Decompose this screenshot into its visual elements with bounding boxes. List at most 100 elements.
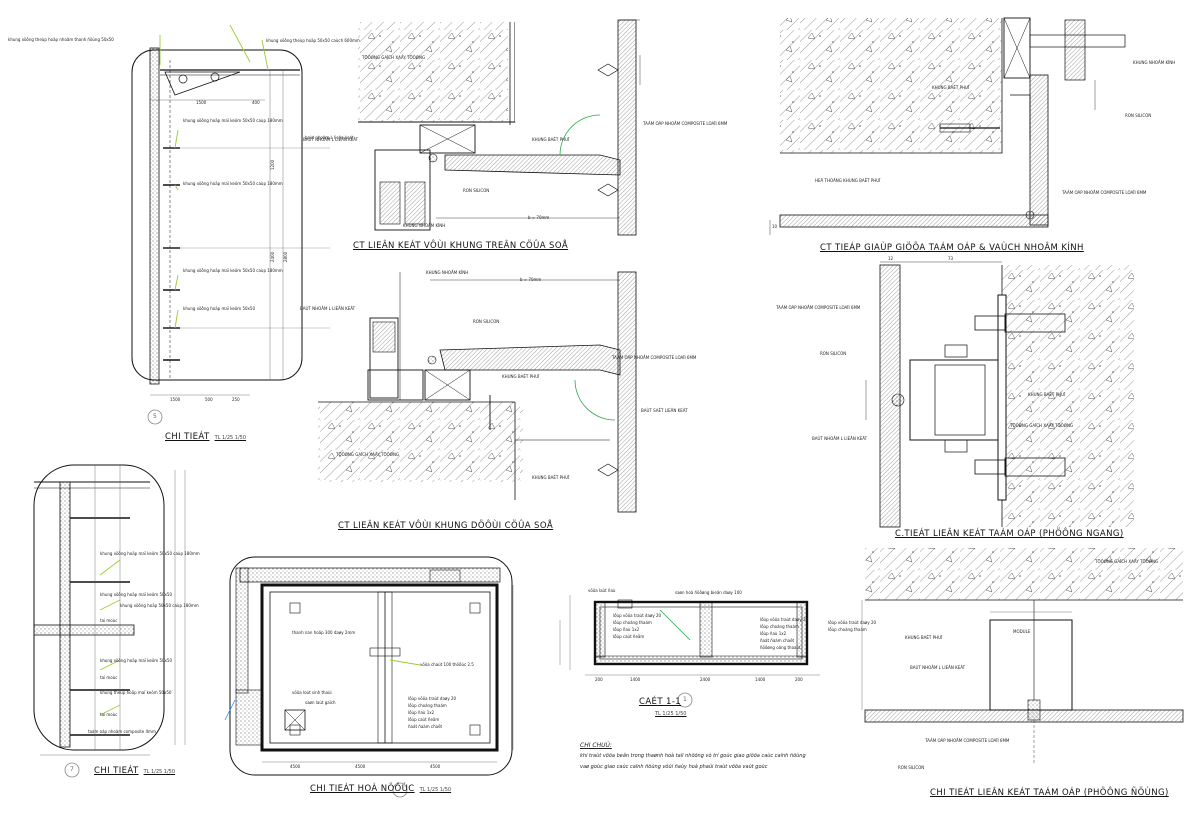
dim-d3-h: 10 <box>772 224 778 229</box>
notes-line-2: vaø goùc giao caùc caïnh ñöùng vôùi ñaùy… <box>580 764 768 770</box>
dim-c-2: 1400 <box>630 677 641 682</box>
label-s5-1: khung xöông theùp hoäp nhoâm thanh ñöùng… <box>8 37 114 42</box>
section-mark-5: 5 <box>153 413 157 420</box>
dim-d4-b: 73 <box>948 256 954 261</box>
caption-detail-7: CHI TIEÁT HOÀ NÖÔÙC TL 1/25 1/50 <box>310 784 451 794</box>
label-c-12: lôùp vöõa traùt daøy 20 <box>828 620 877 625</box>
dim-top-2: 400 <box>252 100 260 105</box>
label-c-10: ñaát ñaàm chaët <box>760 638 795 643</box>
detail-4-drawing <box>865 261 1134 528</box>
caption-detail-3: CT TIEÁP GIAÙP GIÖÕA TAÁM OÁP & VAÙCH NH… <box>820 243 1084 253</box>
label-s6-6: tai moùc <box>100 675 118 680</box>
detail-3-drawing <box>769 17 1126 235</box>
detail-7-drawing <box>224 556 514 798</box>
label-bat-phu-3: KHUNG BAÉT PHUÏ <box>932 85 970 90</box>
dim-h-3: 4500 <box>430 764 441 769</box>
notes-line-1: khi traùt vöõa beân trong thaønh hoà taï… <box>580 753 806 759</box>
label-tuong-1: TÖÔØNG GAÏCH XAÂY TÖÔØNG <box>362 55 426 60</box>
label-khung-nhom-kinh-1: KHUNG NHOÂM KÍNH <box>403 223 446 228</box>
label-h-4: saøn laùt gaïch <box>305 700 336 705</box>
label-khung-nhom-kinh-3: KHUNG NHOÂM KÍNH <box>1133 60 1176 65</box>
label-c-6: lôùp caùt ñeäm <box>613 634 645 639</box>
caption-detail-8: CAÉT 1-1 <box>639 697 682 707</box>
dim-bot-2: 500 <box>205 397 213 402</box>
dim-v-3: 2800 <box>283 251 288 262</box>
label-s5-4: khung xöông hoäp maï keõm 50x50 caùp 180… <box>183 181 283 186</box>
label-ron-9: RON SILICON <box>898 765 925 770</box>
notes-title: CHI CHUÙ: <box>580 742 612 749</box>
label-c-9: lôùp ñaù 1x2 <box>760 631 787 636</box>
label-ron-silicon-1: RON SILICON <box>463 188 490 193</box>
label-s6-4: tai moùc <box>100 618 118 623</box>
detail-9-drawing <box>861 548 1184 765</box>
label-s5-2: khung xöông theùp hoäp 50x50 caùch 600mm <box>266 38 360 43</box>
label-h-5: lôùp vöõa traùt daøy 20 <box>408 696 457 701</box>
label-bat-phu-1: KHUNG BAÉT PHUÏ <box>532 137 570 142</box>
detail-1-drawing <box>358 19 641 236</box>
dim-c-4: 1400 <box>755 677 766 682</box>
scale-detail-5: TL 1/25 1/50 <box>214 435 247 441</box>
detail-6-drawing <box>33 464 186 778</box>
label-bat-l-2b: BAÙT SAÉT LIEÂN KEÁT <box>641 408 688 413</box>
label-h-6: lôùp choáng thaám <box>408 703 447 708</box>
label-c-2: saøn hoà ñöôøng bieân daøy 100 <box>675 590 742 595</box>
label-module-9: MODULE <box>1013 629 1031 634</box>
scale-detail-7: TL 1/25 1/50 <box>419 787 452 793</box>
label-h-1: thanh nan hoäp 300 daøy 2mm <box>292 630 356 635</box>
label-s6-7: khung theùp hoäp maï keõm 50x50 <box>100 690 172 695</box>
label-bat-phu-4: KHUNG BAÉT PHUÏ <box>1028 392 1066 397</box>
section-mark-1: 1 <box>683 696 687 703</box>
label-tam-op-4: TAÁM OÁP NHOÂM COMPOSITE LOAÏI 6MM <box>776 305 861 310</box>
caption-detail-1: CT LIEÂN KEÁT VÔÙI KHUNG TREÂN CÖÛA SOÅ <box>353 241 569 251</box>
dim-bot-3: 250 <box>232 397 240 402</box>
dim-top-1: 1500 <box>196 100 207 105</box>
label-bat-phu-2: KHUNG BAÉT PHUÏ <box>502 374 540 379</box>
label-bat-phu-2b: KHUNG BAÉT PHUÏ <box>532 475 570 480</box>
label-s6-3: khung xöông hoäp 50x50 caùp 180mm <box>120 603 199 608</box>
dim-c-5: 200 <box>795 677 803 682</box>
dim-d4-a: 12 <box>888 256 894 261</box>
dim-d1-width: b = 70mm <box>528 215 550 220</box>
caption-detail-9: CHI TIEÁT LIEÂN KEÁT TAÁM OÁP (PHÖÔNG ÑÖ… <box>930 788 1169 798</box>
label-c-4: lôùp choáng thaám <box>613 620 652 625</box>
label-bat-nhom-l-2: BAÙT NHOÂM L LIEÂN KEÁT <box>300 306 356 311</box>
label-h-9: ñaát ñaàm chaët <box>408 724 443 729</box>
label-tam-op-2: TAÁM OÁP NHOÂM COMPOSITE LOAÏI 6MM <box>612 355 697 360</box>
label-s5-7: baùt nhoâm L lieân keát <box>305 135 354 140</box>
label-s5-6: khung xöông hoäp maï keõm 50x50 <box>183 306 255 311</box>
label-tam-op-3: TAÁM OÁP NHOÂM COMPOSITE LOAÏI 6MM <box>1062 190 1147 195</box>
detail-5-drawing <box>131 24 330 425</box>
label-c-11: ñöôøng oáng thoaùt <box>760 645 801 650</box>
label-h-8: lôùp caùt ñeäm <box>408 717 440 722</box>
label-c-1: vöõa laùt ñaù <box>588 588 616 593</box>
label-tuong-9: TÖÔØNG GAÏCH XAÂY TÖÔØNG <box>1095 559 1159 564</box>
scale-detail-8: TL 1/25 1/50 <box>655 711 687 717</box>
dim-v-2: 2400 <box>270 251 275 262</box>
dim-c-1: 200 <box>595 677 603 682</box>
label-s6-8: tai moùc <box>100 712 118 717</box>
caption-detail-8-scale: TL 1/25 1/50 <box>650 708 686 718</box>
label-tam-op-9: TAÁM OÁP NHOÂM COMPOSITE LOAÏI 6MM <box>925 738 1010 743</box>
label-bat-l-4: BAÙT NHOÂM L LIEÂN KEÁT <box>812 436 868 441</box>
dim-d2-width: b = 70mm <box>520 277 542 282</box>
label-s5-3: khung xöông hoäp maï keõm 50x50 caùp 180… <box>183 118 283 123</box>
label-h-7: lôùp ñaù 1x2 <box>408 710 435 715</box>
label-s5-5: khung xöông hoäp maï keõm 50x50 caùp 180… <box>183 268 283 273</box>
detail-2-drawing <box>318 271 637 513</box>
label-c-5: lôùp ñaù 1x2 <box>613 627 640 632</box>
label-ron-silicon-2: RON SILICON <box>473 319 500 324</box>
label-ron-silicon-3: RON SILICON <box>1125 113 1152 118</box>
label-ron-4: RON SILICON <box>820 351 847 356</box>
label-h-2: vöõa chaùt 100 thöôùc 2.5 <box>420 662 474 667</box>
caption-detail-7-text: CHI TIEÁT HOÀ NÖÔÙC <box>310 784 415 794</box>
label-tuong-2: TÖÔØNG GAÏCH XAÂY TÖÔØNG <box>336 452 400 457</box>
dim-v-1: 1200 <box>270 159 275 170</box>
label-c-8: lôùp choáng thaám <box>760 624 799 629</box>
label-s6-5: khung xöông hoäp maï keõm 50x50 <box>100 658 172 663</box>
label-bat-phu-9: KHUNG BAÉT PHUÏ <box>905 635 943 640</box>
label-tuong-4: TÖÔØNG GAÏCH XAÂY TÖÔØNG <box>1010 423 1074 428</box>
label-s6-2: khung xöông hoäp maï keõm 50x50 <box>100 592 172 597</box>
